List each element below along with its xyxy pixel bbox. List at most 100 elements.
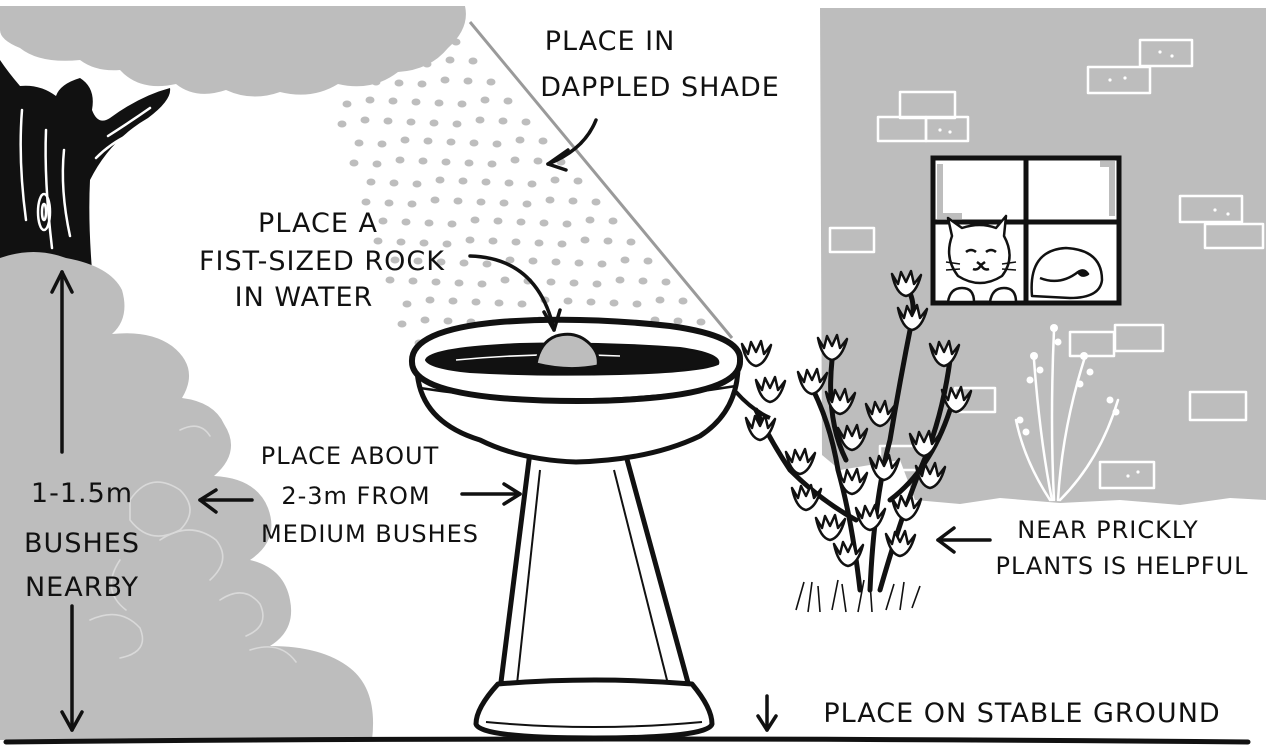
shade-dot [386, 277, 395, 284]
bushes-label-line-2: BUSHES [24, 528, 140, 559]
shade-dot [349, 78, 358, 85]
shade-dot [383, 41, 392, 48]
shade-dot [523, 201, 532, 208]
shade-dot [558, 241, 567, 248]
shade-dot [436, 177, 445, 184]
shade-dot [412, 99, 421, 106]
shade-dot [662, 279, 671, 286]
shade-dot [407, 119, 416, 126]
shade-dot [569, 198, 578, 205]
shade-dot [501, 277, 510, 284]
shade-dot [423, 61, 432, 68]
prickly-flower [792, 485, 821, 510]
shade-dot [488, 161, 497, 168]
shade-dot [539, 138, 548, 145]
shade-dot [413, 181, 422, 188]
shade-dot [574, 178, 583, 185]
shade-dot [389, 98, 398, 105]
shade-dot [362, 199, 371, 206]
shade-dot [494, 218, 503, 225]
distance-label: PLACE ABOUT 2-3m FROM MEDIUM BUSHES [261, 442, 479, 548]
shade-dot [446, 57, 455, 64]
shade-dot [697, 319, 706, 326]
shade-dot [448, 221, 457, 228]
shade-dot [465, 160, 474, 167]
shade-dot [409, 278, 418, 285]
distance-label-line-1: PLACE ABOUT [261, 442, 440, 470]
shade-dot [627, 239, 636, 246]
rock-label-line-3: IN WATER [235, 282, 374, 313]
shade-dot [396, 157, 405, 164]
shade-dot [441, 77, 450, 84]
shade-dot [504, 98, 513, 105]
distance-label-line-3: MEDIUM BUSHES [261, 520, 479, 548]
shade-dot [517, 219, 526, 226]
shade-dot [469, 58, 478, 65]
shade-dot [314, 38, 323, 45]
shade-dot [500, 200, 509, 207]
shade-dot [354, 58, 363, 65]
shade-dot [447, 139, 456, 146]
shade-label-line-1: PLACE IN [545, 26, 676, 57]
shade-dot [535, 240, 544, 247]
shade-dot [575, 260, 584, 267]
shade-dot [455, 280, 464, 287]
shade-dot [426, 297, 435, 304]
shade-dot [390, 180, 399, 187]
shade-dot [512, 239, 521, 246]
shade-dot [419, 158, 428, 165]
shade-dot [564, 298, 573, 305]
window [933, 158, 1119, 303]
shade-dot [471, 217, 480, 224]
shade-dot [355, 140, 364, 147]
shade-label: PLACE IN DAPPLED SHADE [540, 26, 780, 103]
shade-dot [466, 237, 475, 244]
shade-dot [424, 138, 433, 145]
shade-dot [505, 180, 514, 187]
shade-dot [546, 197, 555, 204]
shade-dot [511, 157, 520, 164]
prickly-label: NEAR PRICKLY PLANTS IS HELPFUL [995, 516, 1248, 580]
shade-dot [367, 179, 376, 186]
shade-dot [518, 301, 527, 308]
shade-dot [593, 281, 602, 288]
shade-dot [495, 300, 504, 307]
shade-dot [489, 238, 498, 245]
shade-dot [644, 258, 653, 265]
shade-dot [487, 79, 496, 86]
shade-dot [398, 321, 407, 328]
shade-dot [403, 301, 412, 308]
shade-dot [616, 277, 625, 284]
shade-dot [326, 77, 335, 84]
shade-dot [406, 37, 415, 44]
shade-dot [338, 121, 347, 128]
shade-dot [674, 318, 683, 325]
shade-dot [679, 298, 688, 305]
prickly-flower [816, 515, 845, 540]
shade-dot [425, 220, 434, 227]
shade-dot [372, 79, 381, 86]
shade-dot [379, 218, 388, 225]
shade-dot [385, 200, 394, 207]
shade-dot [534, 158, 543, 165]
rock-label-line-2: FIST-SIZED ROCK [199, 246, 445, 277]
shade-dot [499, 118, 508, 125]
shade-dot [464, 78, 473, 85]
shade-dot [529, 258, 538, 265]
shade-dot [478, 281, 487, 288]
prickly-flower [756, 377, 785, 402]
shade-dot [482, 179, 491, 186]
shade-dot [552, 259, 561, 266]
bushes-label: 1-1.5m BUSHES NEARBY [24, 478, 140, 603]
prickly-arrow [938, 528, 990, 552]
shade-dot [453, 121, 462, 128]
shade-dot [377, 59, 386, 66]
shade-dot [397, 239, 406, 246]
rock-label-line-1: PLACE A [258, 208, 378, 239]
shade-dot [483, 261, 492, 268]
shade-dot [516, 137, 525, 144]
shade-dot [361, 117, 370, 124]
shade-dot [563, 221, 572, 228]
shade-dot [430, 120, 439, 127]
ground-line [6, 739, 1248, 742]
